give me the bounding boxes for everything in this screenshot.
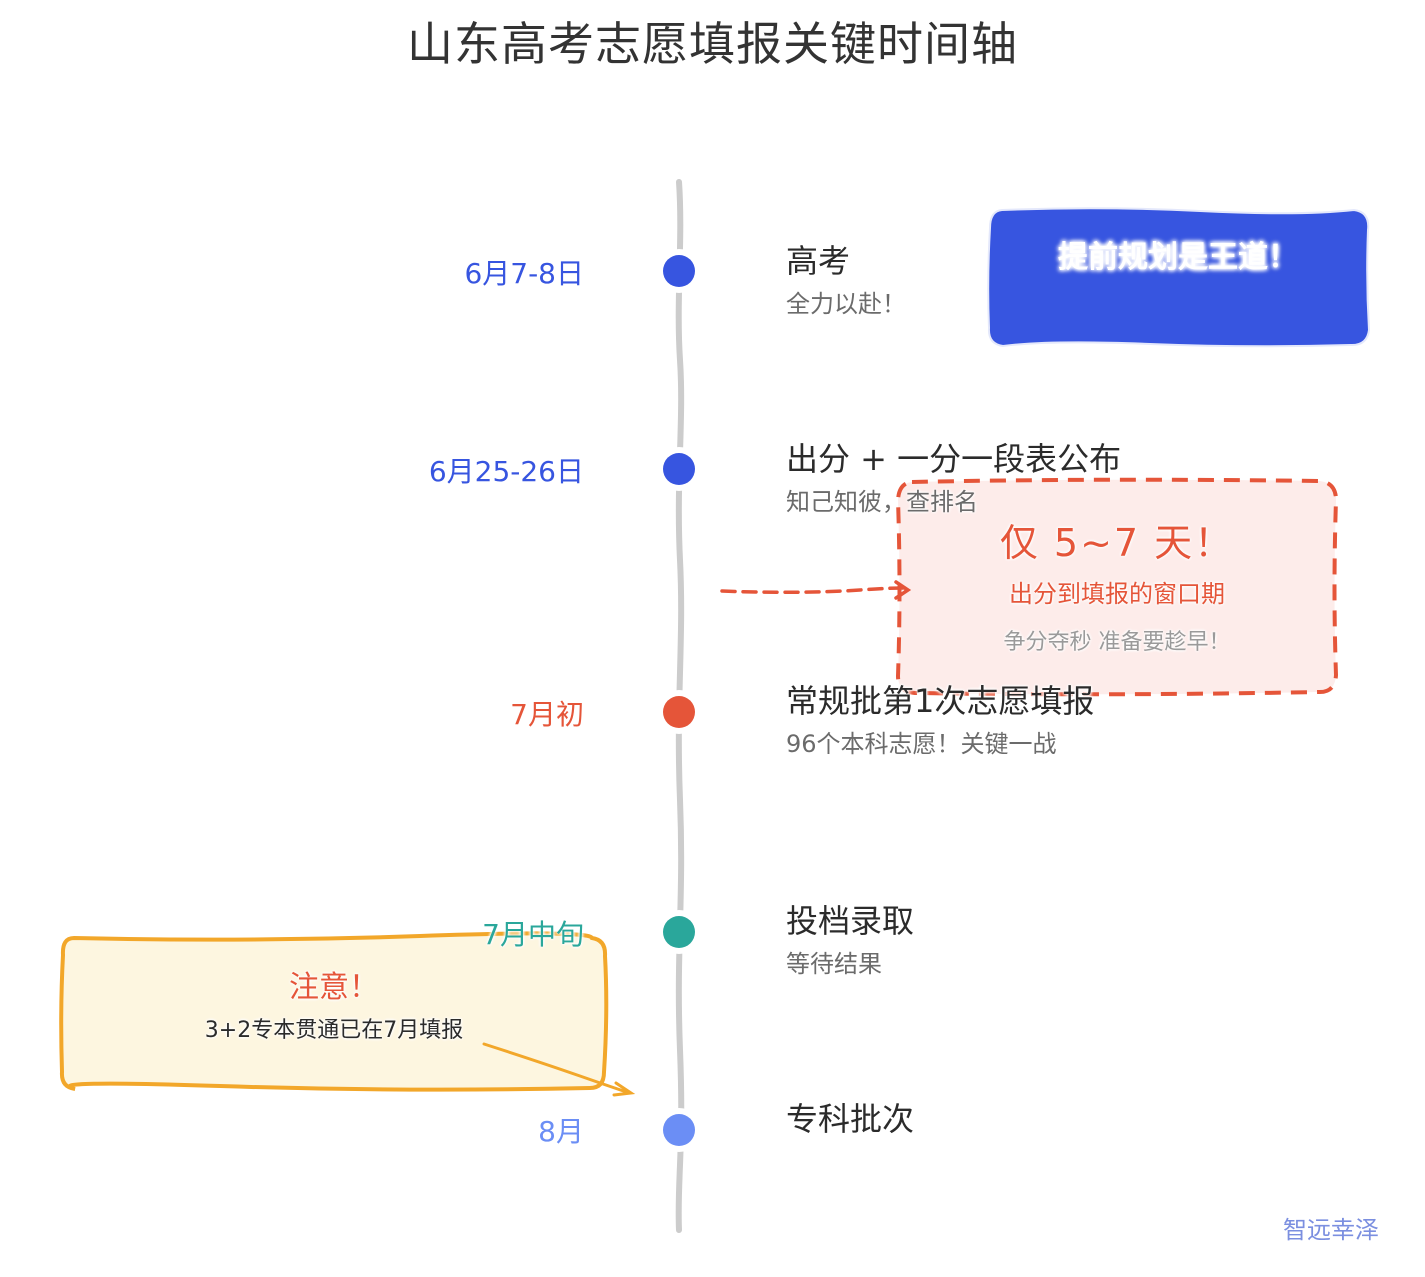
page-title: 山东高考志愿填报关键时间轴	[407, 17, 1018, 71]
watermark: 智远幸泽	[1283, 1216, 1379, 1244]
yellow-arrow	[482, 1042, 636, 1097]
event-title: 常规批第1次志愿填报	[786, 682, 1095, 720]
blue-note-text: 提前规划是王道！	[1058, 240, 1298, 275]
red-note-line2: 争分夺秒 准备要趁早！	[1003, 630, 1231, 655]
event-date: 7月中旬	[482, 918, 584, 951]
timeline-dot	[663, 453, 695, 485]
event-subtitle: 知己知彼，查排名	[786, 488, 978, 516]
yellow-note-box	[59, 931, 609, 1092]
event-date: 8月	[538, 1115, 584, 1148]
event-subtitle: 96个本科志愿！关键一战	[786, 730, 1057, 758]
yellow-note-body: 3+2专本贯通已在7月填报	[204, 1018, 464, 1043]
timeline-dot	[663, 255, 695, 287]
event-title: 出分 + 一分一段表公布	[786, 440, 1122, 478]
event-title: 高考	[786, 242, 851, 280]
blue-note-box	[987, 207, 1371, 348]
event-title: 专科批次	[786, 1100, 915, 1138]
red-note-line1: 出分到填报的窗口期	[1009, 580, 1225, 608]
event-title: 投档录取	[786, 902, 915, 940]
event-subtitle: 等待结果	[786, 950, 882, 978]
event-date: 6月25-26日	[428, 455, 584, 488]
event-subtitle: 全力以赴！	[786, 290, 906, 318]
red-note-box	[895, 477, 1339, 697]
timeline-line	[675, 179, 685, 1233]
event-date: 6月7-8日	[464, 257, 584, 290]
yellow-note-headline: 注意！	[289, 970, 379, 1005]
red-note-headline: 仅 5~7 天！	[999, 521, 1235, 565]
event-date: 7月初	[510, 698, 584, 731]
red-arrow	[720, 580, 912, 600]
timeline-dot	[663, 1114, 695, 1146]
timeline-dot	[663, 916, 695, 948]
timeline-dot	[663, 696, 695, 728]
